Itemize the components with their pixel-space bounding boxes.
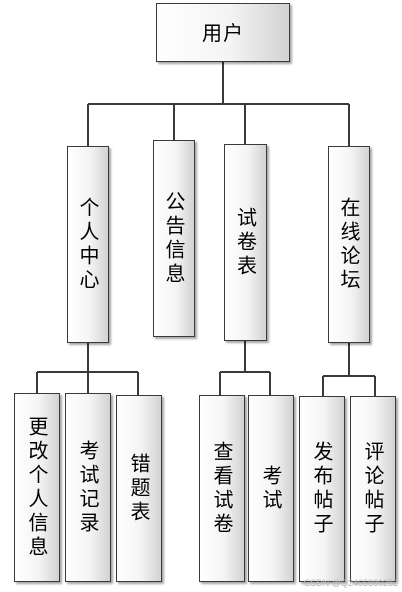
category-node-personal-center: 个人中心 bbox=[67, 146, 109, 343]
category-node-online-forum: 在线论坛 bbox=[328, 146, 370, 343]
leaf-node-exam-records: 考试记录 bbox=[65, 393, 111, 582]
leaf-node-label: 评论帖子 bbox=[361, 441, 385, 537]
leaf-node-label: 考试 bbox=[259, 464, 283, 513]
watermark: CSDN @Q2465880282 bbox=[303, 578, 398, 588]
category-node-label: 在线论坛 bbox=[337, 196, 361, 293]
category-node-announcements: 公告信息 bbox=[153, 140, 195, 337]
leaf-node-comment-post: 评论帖子 bbox=[350, 396, 396, 582]
category-node-label: 公告信息 bbox=[162, 190, 186, 287]
leaf-node-label: 考试记录 bbox=[76, 439, 100, 536]
leaf-node-publish-post: 发布帖子 bbox=[299, 396, 345, 582]
leaf-node-label: 更改个人信息 bbox=[25, 415, 49, 560]
leaf-node-wrong-questions: 错题表 bbox=[116, 395, 162, 582]
leaf-node-take-exam: 考试 bbox=[248, 395, 294, 582]
leaf-node-label: 错题表 bbox=[127, 452, 151, 525]
leaf-node-edit-personal-info: 更改个人信息 bbox=[14, 393, 60, 582]
leaf-node-view-papers: 查看试卷 bbox=[199, 395, 245, 582]
root-node-label: 用户 bbox=[202, 20, 244, 45]
category-node-label: 试卷表 bbox=[233, 206, 258, 279]
root-node-user: 用户 bbox=[156, 3, 290, 62]
leaf-node-label: 查看试卷 bbox=[210, 440, 234, 537]
category-node-label: 个人中心 bbox=[76, 196, 100, 293]
leaf-node-label: 发布帖子 bbox=[310, 441, 334, 537]
category-node-exam-papers: 试卷表 bbox=[224, 144, 267, 341]
